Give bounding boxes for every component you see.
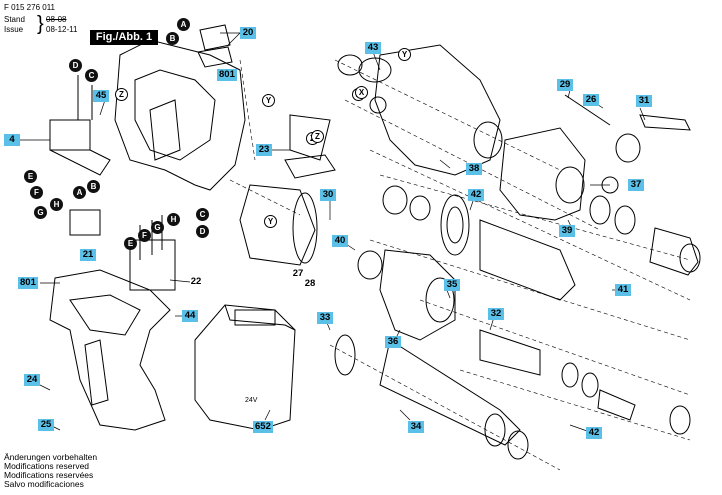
part-label: 45 xyxy=(93,90,109,102)
letter-callout: D xyxy=(69,59,82,72)
letter-callout: Z xyxy=(115,88,128,101)
letter-callout: C xyxy=(196,208,209,221)
letter-callout: A xyxy=(177,18,190,31)
brace-glyph: } xyxy=(37,13,44,35)
letter-callout: A xyxy=(73,186,86,199)
part-label: 31 xyxy=(636,95,652,107)
housing-half-bottom xyxy=(49,269,171,431)
letter-callout: B xyxy=(87,180,100,193)
leader-lines xyxy=(20,32,646,433)
letter-callout: G xyxy=(151,221,164,234)
part-label: 27 xyxy=(292,268,304,279)
stand-value: 08-08 xyxy=(46,15,67,24)
part-number: F 015 276 011 xyxy=(4,3,56,12)
part-label: 36 xyxy=(385,336,401,348)
battery-voltage-mark: 24V xyxy=(245,397,258,404)
part-label: 35 xyxy=(444,279,460,291)
part-label: 25 xyxy=(38,419,54,431)
part-label: 28 xyxy=(304,278,316,289)
issue-value: 08-12-11 xyxy=(46,25,78,34)
letter-callout: G xyxy=(34,206,47,219)
part-label: 41 xyxy=(615,284,631,296)
part-label: 33 xyxy=(317,312,333,324)
part-label: 29 xyxy=(557,79,573,91)
part-label: 801 xyxy=(18,277,38,289)
part-label: 20 xyxy=(240,27,256,39)
part-label: 40 xyxy=(332,235,348,247)
part-label: 801 xyxy=(217,69,237,81)
letter-callout: F xyxy=(138,229,151,242)
part-label: 24 xyxy=(24,374,40,386)
part-label: 23 xyxy=(256,144,272,156)
assembly-dash-lines xyxy=(229,59,691,471)
part-label: 38 xyxy=(466,163,482,175)
part-label: 39 xyxy=(559,225,575,237)
part-label: 42 xyxy=(586,427,602,439)
letter-callout: C xyxy=(85,69,98,82)
gear-train xyxy=(334,194,576,446)
footer-line-en: Modifications reserved xyxy=(4,461,90,471)
motor xyxy=(239,184,318,266)
part-label: 30 xyxy=(320,189,336,201)
letter-callout: B xyxy=(166,32,179,45)
letter-callout: H xyxy=(50,198,63,211)
letter-callout: F xyxy=(30,186,43,199)
letter-callout: H xyxy=(167,213,180,226)
stand-label: Stand xyxy=(4,15,25,24)
letter-callout: Y xyxy=(398,48,411,61)
part-label: 26 xyxy=(583,94,599,106)
part-label: 44 xyxy=(182,310,198,322)
part-label: 22 xyxy=(190,276,202,287)
part-label: 42 xyxy=(468,189,484,201)
housing-half-top xyxy=(114,39,246,191)
footer-notice: Änderungen vorbehalten Modifications res… xyxy=(4,453,97,489)
footer-line-de: Änderungen vorbehalten xyxy=(4,452,98,462)
footer-line-es: Salvo modificaciones xyxy=(4,479,84,489)
letter-callout: D xyxy=(196,225,209,238)
part-label: 4 xyxy=(4,134,20,146)
issue-label: Issue xyxy=(4,25,24,34)
part-label: 21 xyxy=(80,249,96,261)
letter-callout: Z xyxy=(311,130,324,143)
letter-callout: Y xyxy=(264,215,277,228)
right-rings xyxy=(337,54,701,460)
part-label: 43 xyxy=(365,42,381,54)
letter-callout: X xyxy=(355,86,368,99)
figure-label: Fig./Abb. 1 xyxy=(90,30,158,45)
part-label: 37 xyxy=(628,179,644,191)
part-label: 32 xyxy=(488,308,504,320)
intermediate-flange xyxy=(379,249,456,341)
part-label: 652 xyxy=(253,421,273,433)
part-label: 34 xyxy=(408,421,424,433)
footer-line-fr: Modifications reservées xyxy=(4,470,94,480)
letter-callout: E xyxy=(124,237,137,250)
small-parts xyxy=(197,24,691,179)
letter-callout: E xyxy=(24,170,37,183)
battery-pack xyxy=(194,304,296,431)
letter-callout: Y xyxy=(262,94,275,107)
